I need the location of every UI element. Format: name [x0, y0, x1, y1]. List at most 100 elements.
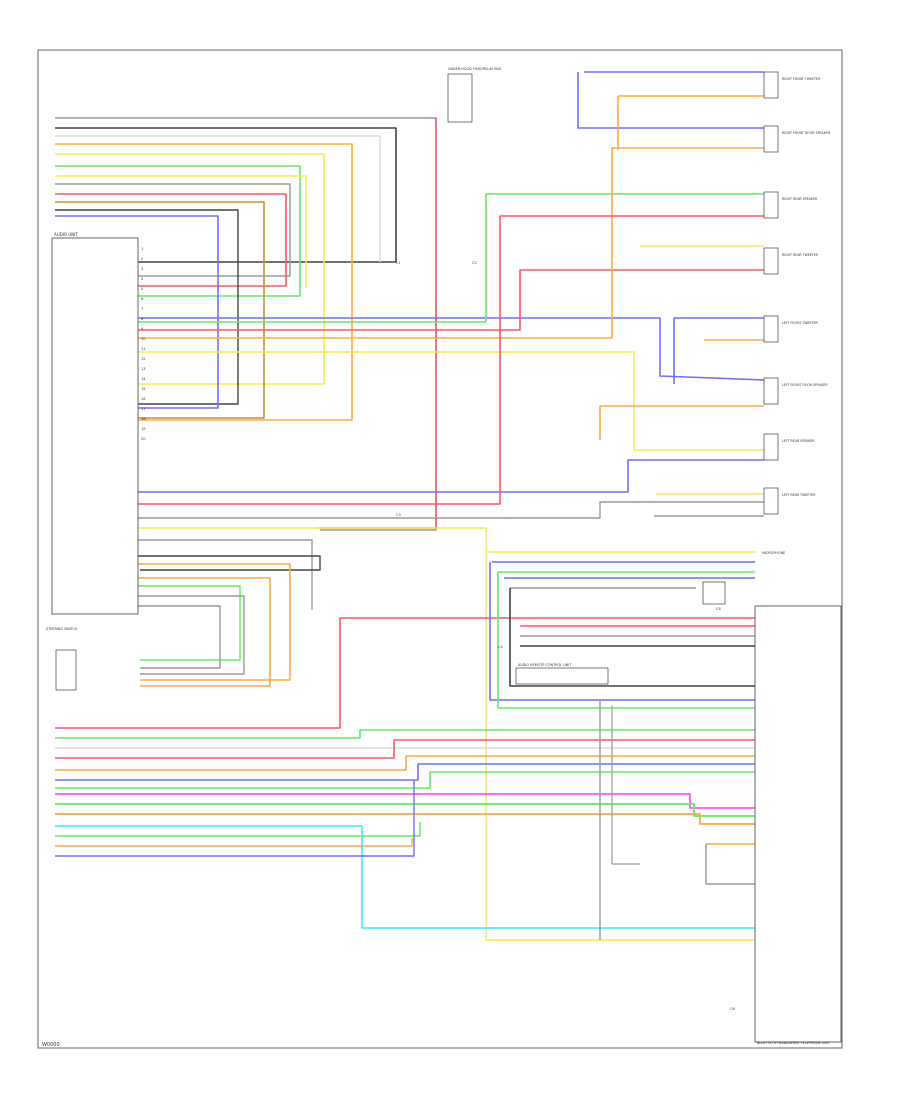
amp-unit-label: AUDIO REMOTE CONTROL UNIT — [518, 663, 572, 667]
wire-gry — [705, 844, 755, 885]
head-unit-pin-label: 6 — [141, 297, 144, 301]
wire-orn — [138, 577, 271, 687]
head-unit-pin-label: 2 — [141, 257, 143, 261]
wire-grn — [55, 771, 755, 789]
wire-blk — [138, 555, 321, 571]
speaker-label-right-rear-speaker: RIGHT REAR SPEAKER — [782, 197, 818, 201]
wire-gry — [55, 183, 291, 277]
wire-gry — [138, 605, 221, 669]
connector-label: C2 — [472, 261, 477, 265]
head-unit-pin-label: 12 — [141, 357, 146, 361]
speaker-label-right-front-door-speaker: RIGHT FRONT DOOR SPEAKER — [782, 131, 831, 135]
connector-label: C1 — [396, 261, 401, 265]
head-unit-pin-label: 18 — [141, 417, 146, 421]
head-unit-pin-label: 14 — [141, 377, 146, 381]
wire-gry — [55, 117, 437, 531]
head-unit-pin-label: 1 — [141, 247, 143, 251]
connector-label: C4 — [498, 645, 504, 649]
bluetooth-unit-label: BLUETOOTH HANDSFREE TELEPHONE UNIT — [757, 1041, 831, 1045]
wire-grn — [138, 193, 764, 323]
head-unit-pin-label: 9 — [141, 327, 144, 331]
speaker-left-front-door-speaker — [763, 377, 779, 405]
fuse-relay-box — [447, 73, 473, 123]
speaker-right-rear-tweeter — [763, 247, 779, 275]
head-unit-label: AUDIO UNIT — [54, 232, 78, 237]
wire-orn — [138, 147, 764, 339]
speaker-label-left-front-door-speaker: LEFT FRONT DOOR SPEAKER — [782, 383, 828, 387]
wire-blk — [55, 209, 239, 405]
wire-orn — [55, 143, 353, 421]
head-unit-box — [51, 237, 139, 615]
speaker-left-rear-speaker — [763, 433, 779, 461]
speaker-right-front-door-speaker — [763, 125, 779, 153]
head-unit-pin-label: 19 — [141, 427, 146, 431]
wire-orn — [55, 813, 755, 825]
wire-blu — [55, 763, 755, 781]
wire-blu — [55, 215, 219, 409]
wire-gry — [138, 539, 313, 610]
head-unit-pin-label: 3 — [141, 267, 143, 271]
bluetooth-unit-box — [754, 605, 842, 1043]
head-unit-pin-label: 5 — [141, 287, 143, 291]
speaker-label-left-rear-speaker: LEFT REAR SPEAKER — [782, 439, 815, 443]
speaker-right-rear-speaker — [763, 191, 779, 219]
wire-blk — [55, 127, 397, 263]
fuse-relay-label: UNDER-HOOD FUSE/RELAY BOX — [448, 67, 502, 71]
wire-yel — [55, 175, 307, 288]
wire-brn — [55, 201, 265, 419]
diagram-frame — [37, 49, 843, 1049]
head-unit-pin-label: 8 — [141, 317, 144, 321]
head-unit-pin-label: 4 — [141, 277, 144, 281]
head-unit-pin-label: 17 — [141, 407, 146, 411]
wire-orn — [138, 563, 291, 681]
component-layer — [51, 71, 842, 1043]
speaker-right-front-tweeter — [763, 71, 779, 99]
connector-label: C6 — [730, 1007, 736, 1011]
wire-blu — [138, 459, 764, 493]
wire-red — [138, 269, 764, 331]
wire-red — [318, 118, 437, 529]
wire-blu — [577, 72, 764, 129]
footer-code: W0000 — [42, 1042, 60, 1048]
wire-grn — [497, 572, 755, 709]
mic-label: MICROPHONE — [762, 551, 785, 555]
wire-grn — [55, 165, 301, 297]
wire-blu — [55, 780, 415, 857]
speaker-left-rear-tweeter — [763, 487, 779, 515]
wire-red — [55, 193, 287, 287]
wire-blu — [138, 317, 765, 381]
wire-yel — [138, 351, 764, 451]
speaker-label-left-rear-tweeter: LEFT REAR TWEETER — [782, 493, 816, 497]
wire-gry — [138, 501, 764, 519]
wire-gry — [138, 595, 245, 675]
wire-ltblu — [55, 825, 755, 929]
head-unit-pin-label: 15 — [141, 387, 146, 391]
wire-pnk — [55, 793, 755, 809]
mic-box — [702, 581, 726, 605]
wire-orn — [55, 838, 413, 847]
label-layer: AUDIO UNIT UNDER-HOOD FUSE/RELAY BOX BLUET… — [46, 67, 831, 1045]
steering-switch-label: STEERING SWITCH — [46, 627, 78, 631]
amp-unit-box — [515, 667, 609, 685]
wire-grn — [55, 803, 755, 817]
head-unit-pin-label: 16 — [141, 397, 146, 401]
wire-yel — [138, 527, 755, 941]
wire-grn — [138, 585, 241, 661]
wire-red — [138, 215, 764, 505]
wire-grn — [55, 822, 421, 837]
wire-red — [55, 739, 755, 759]
head-unit-pin-label: 10 — [141, 337, 146, 341]
wire-wht — [55, 135, 381, 262]
steering-switch-box — [55, 649, 77, 691]
wire-blu — [489, 562, 755, 701]
wire-red — [55, 617, 755, 729]
wire-layer — [55, 71, 765, 941]
head-unit-pin-label: 7 — [141, 307, 143, 311]
speaker-left-front-tweeter — [763, 315, 779, 343]
head-unit-pin-label: 20 — [141, 437, 146, 441]
wire-yel — [55, 153, 325, 385]
connector-label: C3 — [396, 513, 401, 517]
wire-orn — [55, 755, 755, 771]
wire-gry — [611, 706, 640, 865]
